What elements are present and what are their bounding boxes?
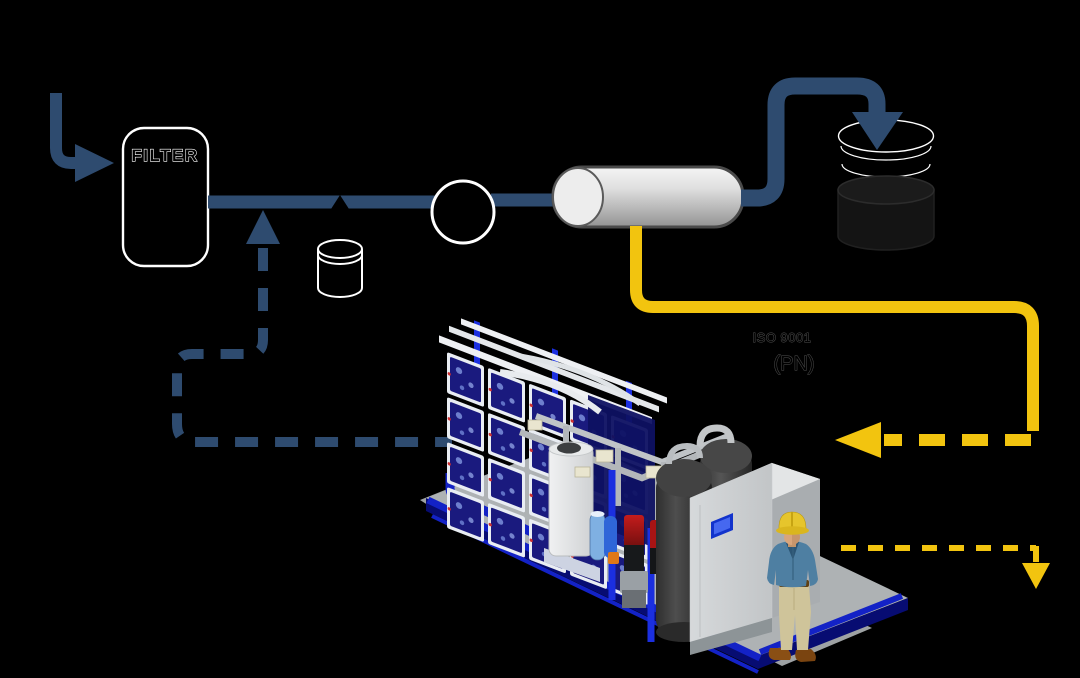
recirculation-line [172,210,452,447]
permeate-pipe [741,77,903,207]
dosing-injection-arrow [331,195,349,209]
pump [430,179,496,245]
operator [767,511,818,662]
filter-label: FILTER [131,146,198,165]
stream-label-line2: (PN) [773,353,814,375]
chemical-tank [544,441,600,582]
concentrate-return-arrow [835,422,1031,458]
stream-label-line1: ISO 9001 [753,330,812,345]
dosing-tank [317,239,363,298]
cartridge-filter: FILTER [121,126,210,268]
cartridge-housings [589,511,619,564]
recirculation-arrowhead [246,210,280,244]
membrane-vessel [551,165,745,229]
feed-inlet-arrow [50,93,114,182]
control-cabinet [689,462,820,655]
drain-arrow [841,545,1050,589]
product-storage-tank [837,119,935,251]
stream-label: ISO 9001 (PN) [752,330,815,376]
concentrate-line [630,226,1039,431]
treatment-skid-unit [420,318,908,674]
feed-pipe [208,193,553,209]
operator-pants [779,586,811,650]
permeate-arrowhead [852,112,903,150]
high-pressure-pumps [620,515,668,608]
